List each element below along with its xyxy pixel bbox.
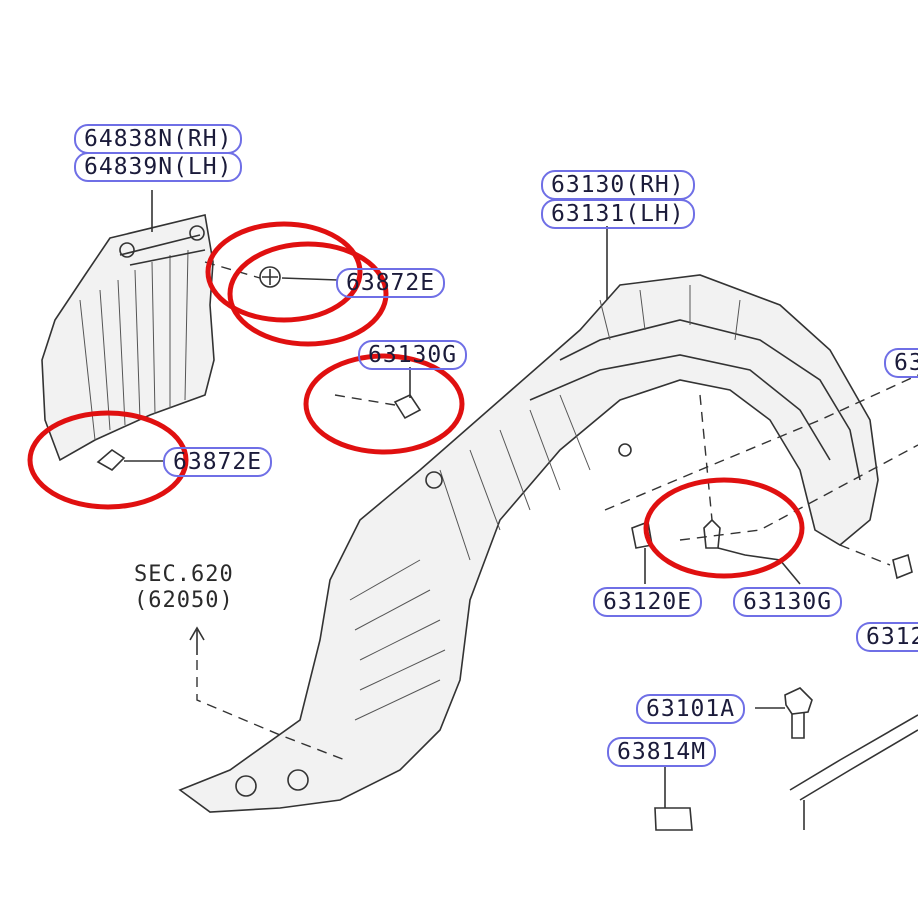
part-label-63814M[interactable]: 63814M [607, 737, 717, 767]
clip-icon[interactable] [393, 393, 422, 420]
highlight-circle [643, 477, 805, 579]
part-label-63130G-lower[interactable]: 63130G [733, 587, 843, 617]
clip-icon[interactable] [703, 518, 721, 549]
highlight-circle [227, 241, 389, 347]
dashed-guide-lines [196, 261, 918, 761]
highlight-circles [27, 221, 805, 579]
clip-icon[interactable] [96, 448, 126, 471]
section-reference-code: (62050) [134, 588, 234, 613]
leader-lines [124, 190, 801, 808]
fender-liner-part[interactable] [178, 274, 879, 813]
highlight-circle [27, 410, 189, 510]
part-label-63131-lh[interactable]: 63131(LH) [541, 199, 695, 229]
part-label-63872E-upper[interactable]: 63872E [336, 268, 446, 298]
bolt-icon[interactable] [892, 553, 913, 580]
side-liner-part[interactable] [41, 214, 215, 462]
part-label-63130-rh[interactable]: 63130(RH) [541, 170, 695, 200]
part-label-63120E[interactable]: 63120E [593, 587, 703, 617]
part-label-64838N[interactable]: 64838N(RH) [74, 124, 243, 154]
part-label-6312-cropped[interactable]: 6312 [856, 622, 918, 652]
section-reference: SEC.620 [134, 562, 234, 587]
highlight-circle [205, 221, 363, 323]
clip-icon[interactable] [654, 807, 693, 831]
clip-icon[interactable] [259, 266, 281, 288]
part-label-64839N[interactable]: 64839N(LH) [74, 152, 243, 182]
part-label-63101A[interactable]: 63101A [636, 694, 746, 724]
highlight-circle [303, 353, 465, 455]
part-label-63130G-upper[interactable]: 63130G [358, 340, 468, 370]
part-label-63872E-lower[interactable]: 63872E [163, 447, 273, 477]
part-label-63-cropped[interactable]: 63 [884, 348, 918, 378]
bolt-icon[interactable] [784, 687, 813, 739]
bracket-part[interactable] [789, 714, 918, 830]
